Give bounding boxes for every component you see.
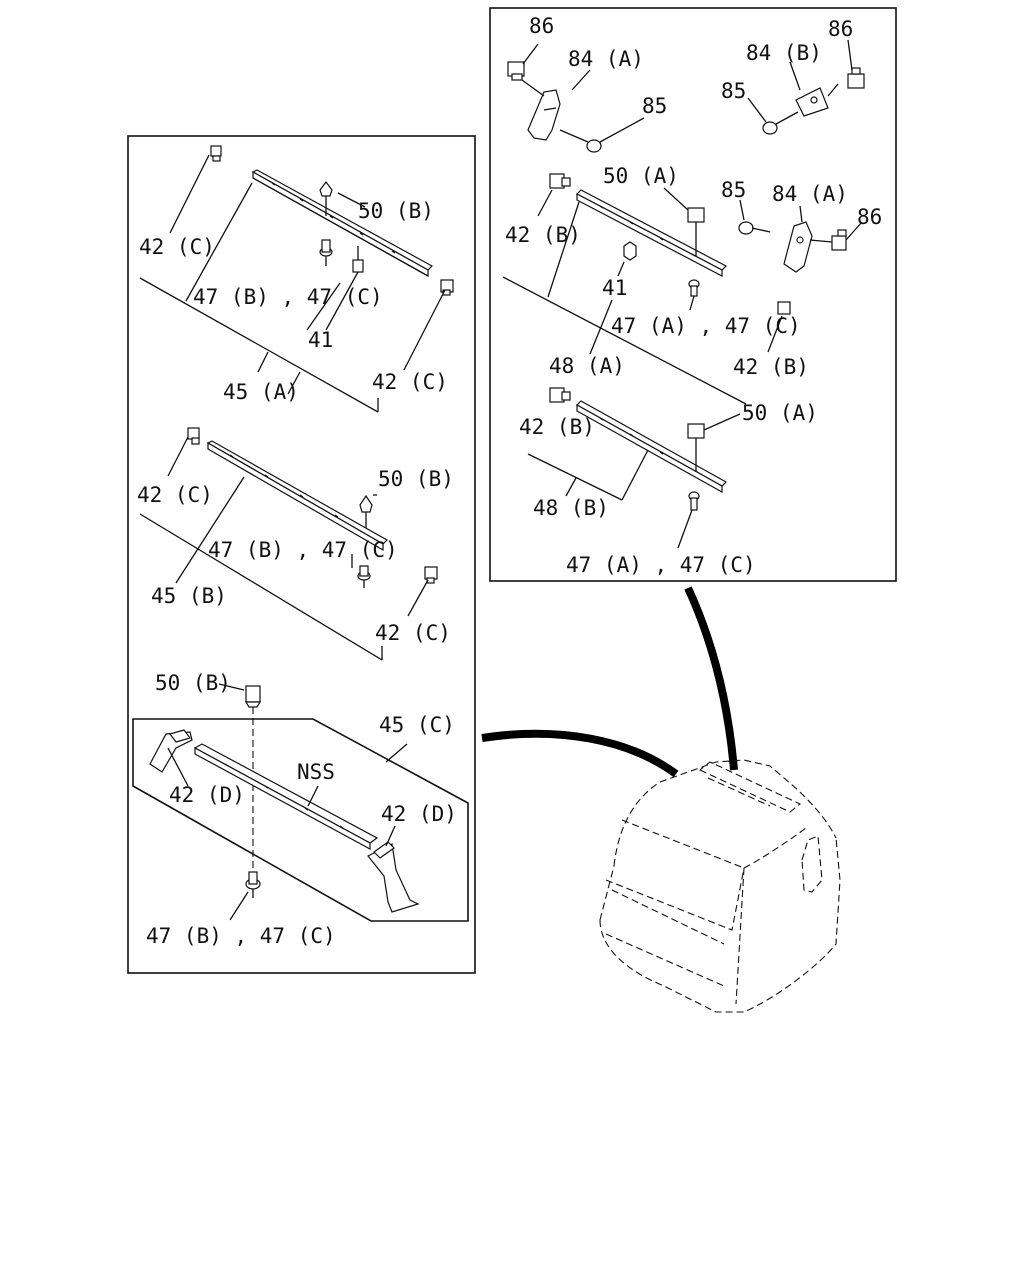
- screw-85-top: [559, 129, 602, 153]
- label-84a-mid: 84 (A): [772, 182, 848, 206]
- retainer-50a-top: [687, 207, 705, 256]
- label-42c-a-right: 42 (C): [372, 370, 448, 394]
- connector-arc-left: [481, 729, 679, 778]
- screw-47b-b: [357, 565, 371, 588]
- label-47b-47c-a: 47 (B) , 47 (C): [193, 285, 383, 309]
- label-86-mid: 86: [857, 205, 882, 229]
- clip-42b-top: [549, 173, 571, 189]
- label-85-top: 85: [642, 94, 667, 118]
- label-85-right: 85: [721, 79, 746, 103]
- rail-nss: [193, 743, 379, 851]
- label-45b: 45 (B): [151, 584, 227, 608]
- screw-85-right: [762, 111, 799, 135]
- label-47b-47c-b: 47 (B) , 47 (C): [208, 538, 398, 562]
- label-42b-top: 42 (B): [505, 223, 581, 247]
- label-50a-bottom: 50 (A): [742, 401, 818, 425]
- retainer-50b-b: [359, 494, 373, 528]
- screw-47b-c: [245, 871, 261, 898]
- clip-86-mid: [831, 229, 847, 251]
- screw-47b-a: [319, 239, 333, 266]
- right-panel-frame: [489, 7, 897, 582]
- clip-42c-right-a: [440, 279, 454, 296]
- label-42c-a-left: 42 (C): [139, 235, 215, 259]
- label-42b-mid: 42 (B): [733, 355, 809, 379]
- clip-42c-mid-right: [424, 566, 438, 584]
- label-50b-b: 50 (B): [378, 467, 454, 491]
- clip-42c-top: [210, 145, 222, 162]
- rail-45a: [251, 169, 433, 278]
- label-41-right: 41: [602, 276, 627, 300]
- screw-47a-bottom: [688, 491, 700, 511]
- label-47a-47c-bottom: 47 (A) , 47 (C): [566, 553, 756, 577]
- rail-48a: [575, 189, 728, 277]
- label-86-top-right: 86: [828, 17, 853, 41]
- retainer-50b-a: [319, 181, 333, 216]
- label-50b-c: 50 (B): [155, 671, 231, 695]
- clip-86-top-right: [847, 67, 865, 89]
- bracket-42d-right: [367, 841, 420, 913]
- retainer-50b-c: [244, 685, 262, 708]
- cab-illustration: [599, 759, 841, 1013]
- clip-42b-mid: [777, 301, 791, 315]
- label-84a-top: 84 (A): [568, 47, 644, 71]
- label-nss: NSS: [297, 760, 335, 784]
- label-86-top-left: 86: [529, 14, 554, 38]
- rail-45b: [206, 440, 388, 552]
- subpanel-45c-frame: [132, 718, 469, 922]
- label-42d-right: 42 (D): [381, 802, 457, 826]
- rail-48b: [576, 400, 727, 494]
- label-47a-47c-top: 47 (A) , 47 (C): [611, 314, 801, 338]
- label-45c: 45 (C): [379, 713, 455, 737]
- bracket-84a-top: [527, 89, 561, 141]
- bracket-84a-mid: [783, 221, 813, 273]
- label-48a: 48 (A): [549, 354, 625, 378]
- screw-85-mid: [738, 221, 771, 235]
- connector-arc-top: [684, 586, 738, 771]
- bracket-84b: [795, 87, 829, 117]
- label-48b: 48 (B): [533, 496, 609, 520]
- left-panel-frame: [127, 135, 476, 974]
- label-42c-b-left: 42 (C): [137, 483, 213, 507]
- label-42b-bottom: 42 (B): [519, 415, 595, 439]
- clip-42b-bottom: [549, 387, 571, 403]
- label-47b-47c-c: 47 (B) , 47 (C): [146, 924, 336, 948]
- label-41-a: 41: [308, 328, 333, 352]
- clip-42c-mid: [187, 427, 200, 445]
- label-85-mid: 85: [721, 178, 746, 202]
- bracket-42d-left: [149, 729, 193, 773]
- nut-41-right: [623, 241, 637, 261]
- retainer-50a-bottom: [687, 423, 705, 472]
- clip-86-top-left: [507, 61, 525, 81]
- label-45a: 45 (A): [223, 380, 299, 404]
- label-50b-a: 50 (B): [358, 199, 434, 223]
- nut-41-a: [352, 246, 364, 273]
- label-50a-top: 50 (A): [603, 164, 679, 188]
- label-42d-left: 42 (D): [169, 783, 245, 807]
- label-42c-b-right: 42 (C): [375, 621, 451, 645]
- label-84b: 84 (B): [746, 41, 822, 65]
- screw-47a-top: [688, 279, 700, 297]
